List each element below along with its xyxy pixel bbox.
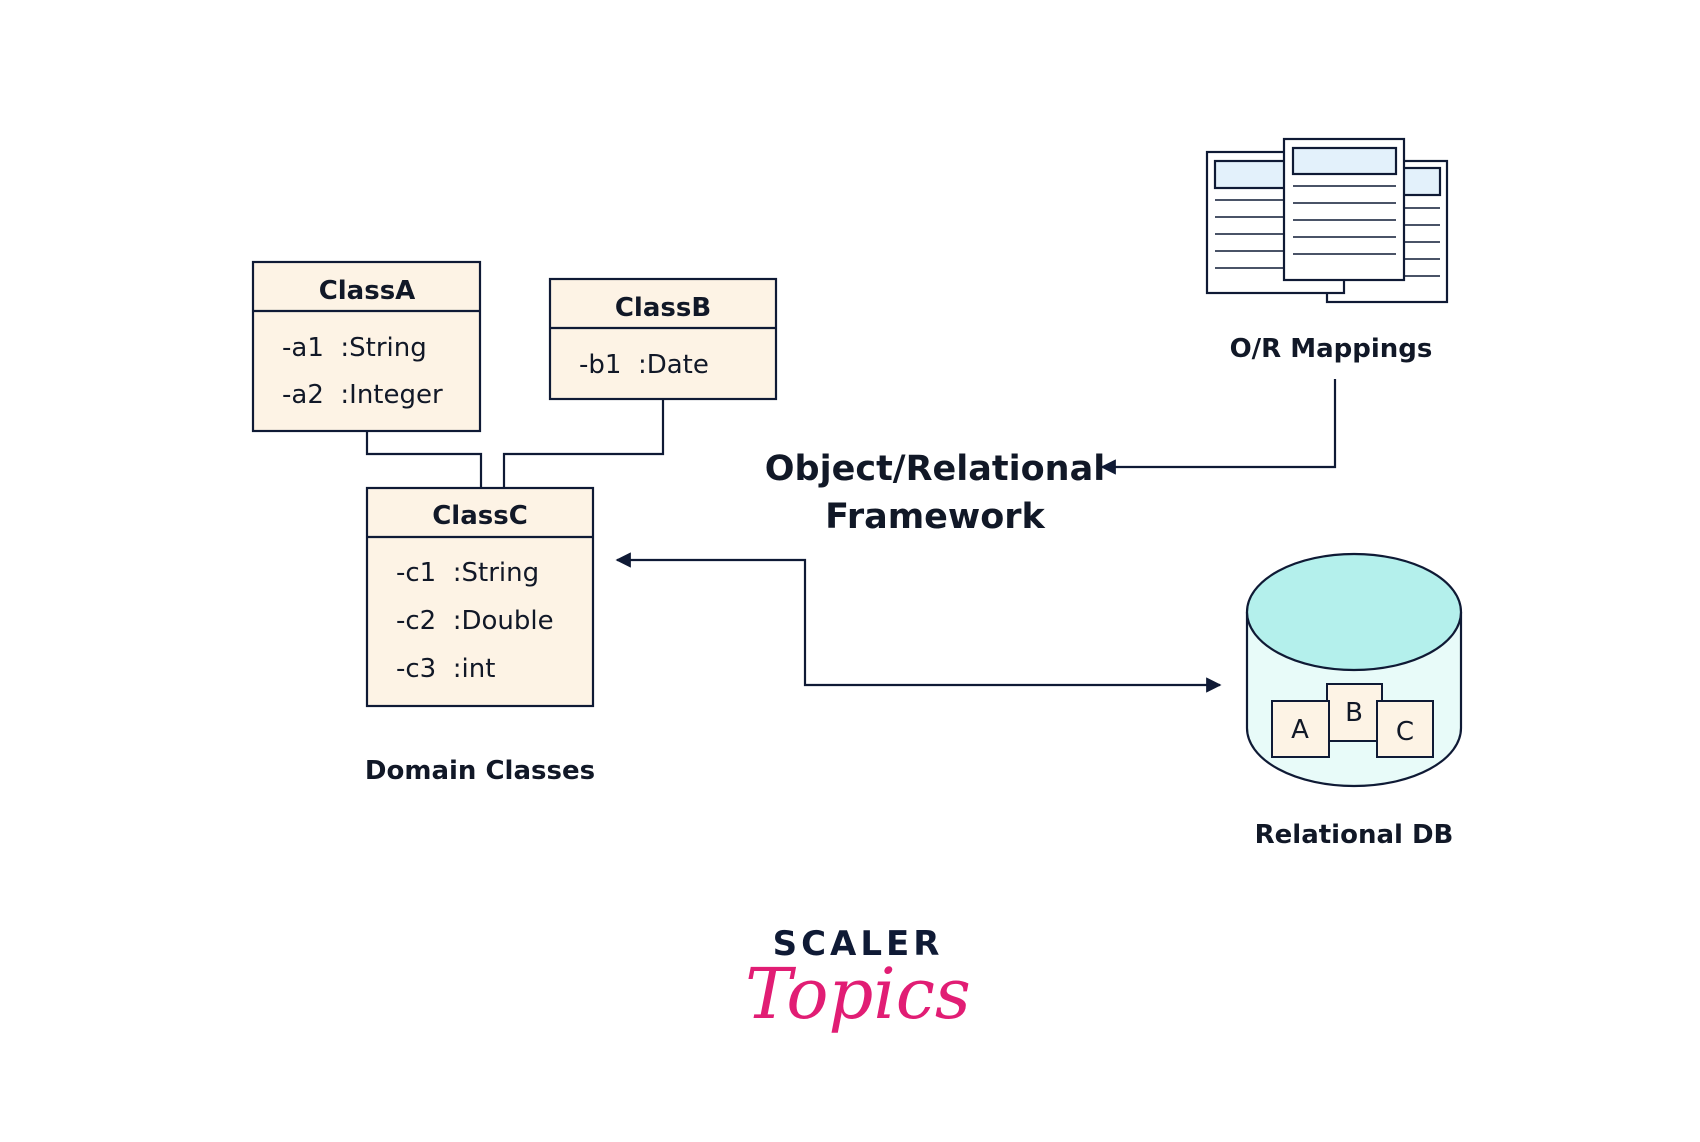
class-a-box: ClassA -a1 :String -a2 :Integer <box>251 260 482 433</box>
class-a-name: ClassA <box>319 276 416 306</box>
connector-classb-classc <box>502 399 665 488</box>
db-table-c-label: C <box>1396 717 1414 747</box>
class-c-name: ClassC <box>432 501 528 531</box>
logo-script: Topics <box>745 953 971 1035</box>
framework-title-line1: Object/Relational <box>765 449 1105 489</box>
db-table-a: A <box>1271 700 1330 758</box>
document-stack-icon <box>1205 137 1449 304</box>
database-cylinder-icon: B A C <box>1245 552 1463 788</box>
class-c-attribute: -c1 :String <box>396 558 539 588</box>
class-b-box: ClassB -b1 :Date <box>548 277 778 401</box>
framework-title-line2: Framework <box>825 497 1045 537</box>
class-a-attribute: -a2 :Integer <box>282 380 443 410</box>
class-c-attribute: -c3 :int <box>396 654 495 684</box>
class-c-attribute: -c2 :Double <box>396 606 554 636</box>
scaler-topics-logo: SCALER Topics <box>745 924 971 1035</box>
db-table-b: B <box>1326 683 1383 742</box>
class-b-attribute: -b1 :Date <box>579 350 709 380</box>
logo-wordmark: SCALER <box>773 924 944 964</box>
db-table-c: C <box>1376 700 1434 758</box>
domain-classes-caption: Domain Classes <box>365 756 595 786</box>
database-caption: Relational DB <box>1255 820 1454 850</box>
arrow-classes-db-bidirectional <box>615 552 1222 693</box>
connector-classa-classc <box>365 431 483 488</box>
db-table-a-label: A <box>1291 715 1309 745</box>
arrow-mappings-to-framework <box>1100 379 1337 475</box>
class-c-box: ClassC -c1 :String -c2 :Double -c3 :int <box>365 486 595 708</box>
class-b-name: ClassB <box>615 293 711 323</box>
class-connectors <box>365 399 665 488</box>
mappings-caption: O/R Mappings <box>1230 334 1433 364</box>
class-a-attribute: -a1 :String <box>282 333 427 363</box>
db-table-b-label: B <box>1345 698 1363 728</box>
